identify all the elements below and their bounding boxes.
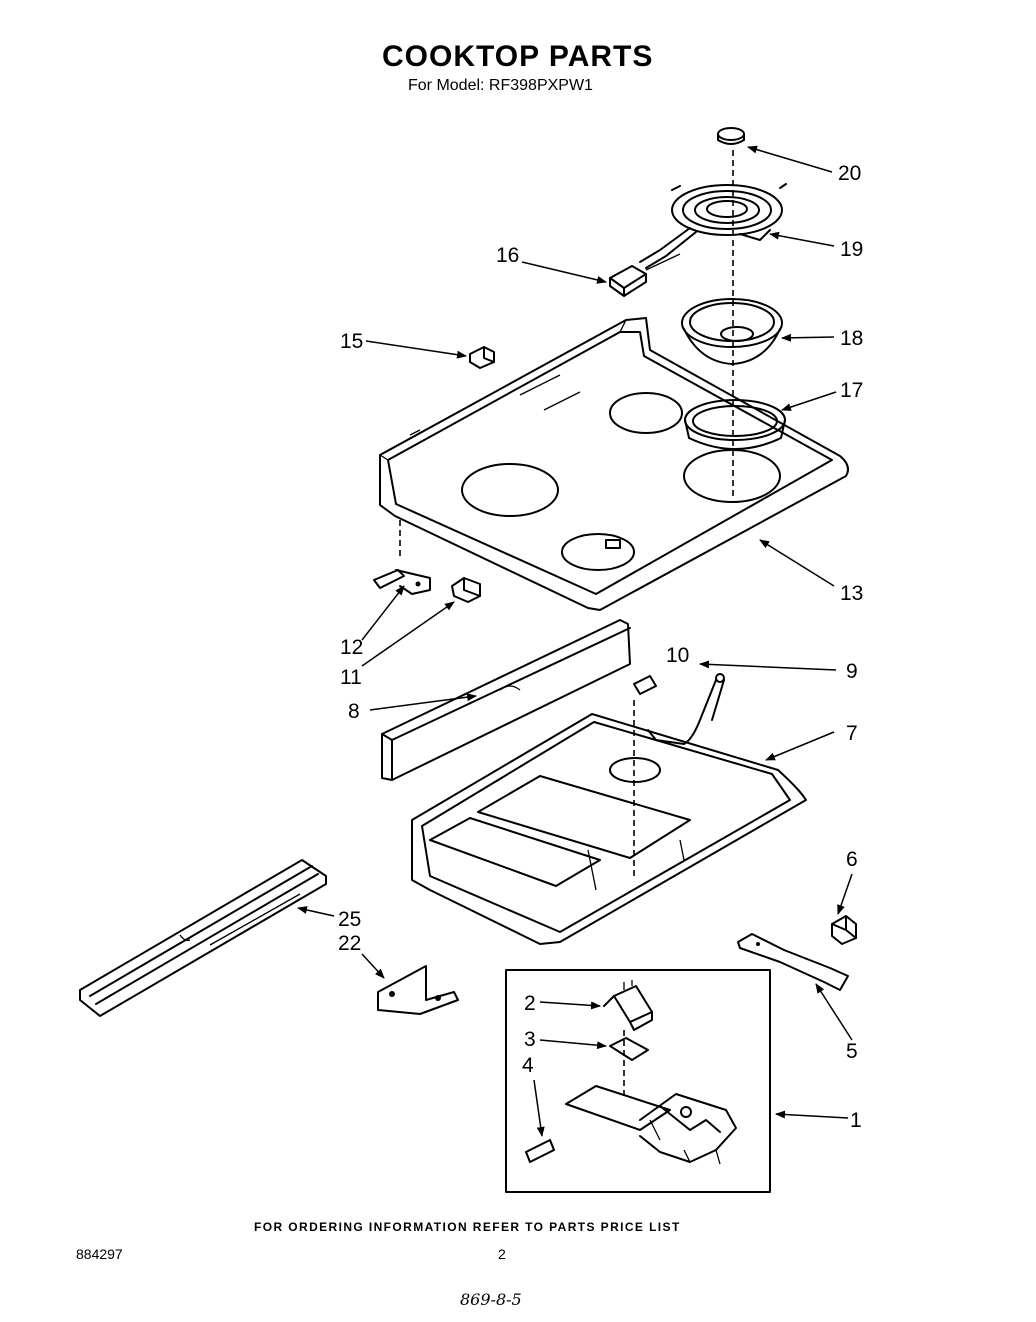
- part-16-terminal-block: [609, 253, 681, 297]
- part-22-bracket: [377, 965, 459, 1015]
- callout-13: 13: [840, 582, 863, 605]
- part-5-bracket: [737, 933, 849, 991]
- callout-10: 10: [666, 644, 689, 667]
- callout-9: 9: [846, 660, 858, 683]
- callout-2: 2: [524, 992, 536, 1015]
- callout-22: 22: [338, 932, 361, 955]
- part-18-drip-bowl: [681, 298, 783, 365]
- part-9-rod: [647, 673, 725, 745]
- part-3-plate: [609, 1037, 649, 1061]
- part-2-switch: [603, 980, 653, 1100]
- part-11-spacer: [451, 577, 481, 603]
- callout-12: 12: [340, 636, 363, 659]
- callout-8: 8: [348, 700, 360, 723]
- page-title: COOKTOP PARTS: [382, 40, 654, 73]
- model-subtitle: For Model: RF398PXPW1: [408, 77, 593, 94]
- part-6-part: [831, 915, 857, 945]
- callout-5: 5: [846, 1040, 858, 1063]
- ordering-note: FOR ORDERING INFORMATION REFER TO PARTS …: [254, 1220, 681, 1234]
- part-10-clip: [633, 675, 657, 695]
- part-20-cap: [717, 127, 745, 145]
- callout-15: 15: [340, 330, 363, 353]
- part-8-rear-trim: [381, 619, 631, 781]
- part-13-cooktop: [379, 317, 849, 611]
- callout-17: 17: [840, 379, 863, 402]
- callout-11: 11: [340, 666, 362, 689]
- page-number: 2: [498, 1246, 506, 1262]
- part-12-bracket: [373, 569, 431, 595]
- part-25-rail: [79, 859, 327, 1017]
- part-7-burner-box: [411, 700, 807, 945]
- callout-19: 19: [840, 238, 863, 261]
- part-15-clip: [469, 346, 495, 369]
- callout-25: 25: [338, 908, 361, 931]
- callout-6: 6: [846, 848, 858, 871]
- callout-labels: 20 19 16 18 17 15 13 12 11 10 9 8 7 6 25…: [338, 162, 863, 1132]
- callout-16: 16: [496, 244, 519, 267]
- part-19-surface-element: [639, 183, 787, 269]
- callout-20: 20: [838, 162, 861, 185]
- callout-18: 18: [840, 327, 863, 350]
- leader-lines: [297, 145, 853, 1137]
- handwritten-note: 869-8-5: [460, 1290, 522, 1309]
- switch-assembly-box: [505, 969, 771, 1193]
- callout-7: 7: [846, 722, 858, 745]
- callout-4: 4: [522, 1054, 534, 1077]
- part-4-label: [525, 1139, 555, 1163]
- callout-3: 3: [524, 1028, 536, 1051]
- part-1-switch-assembly: [565, 1085, 737, 1165]
- part-17-trim-ring: [684, 399, 786, 450]
- document-number: 884297: [76, 1246, 123, 1262]
- callout-1: 1: [850, 1109, 862, 1132]
